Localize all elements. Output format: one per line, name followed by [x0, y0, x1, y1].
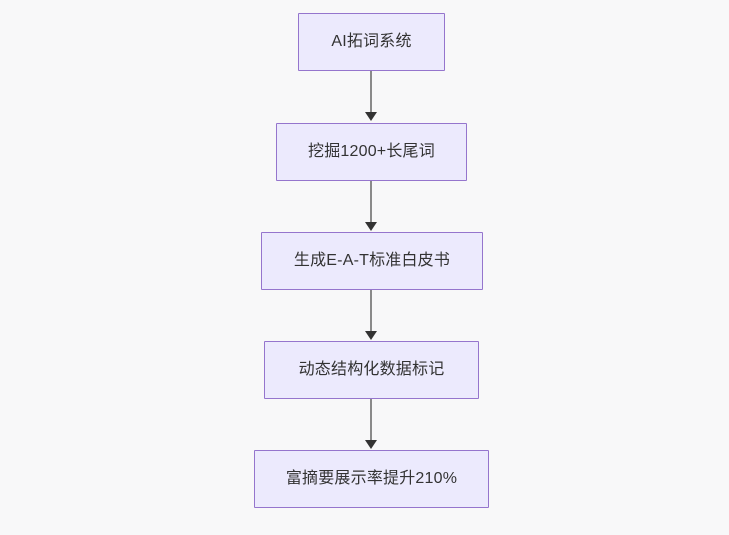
flow-node-dynamic-structured-data[interactable]: 动态结构化数据标记 — [264, 341, 479, 399]
arrow-down-icon — [365, 112, 377, 121]
flow-node-label: 富摘要展示率提升210% — [285, 470, 458, 487]
connector-line — [369, 71, 373, 113]
arrow-down-icon — [365, 440, 377, 449]
flow-node-generate-eat-whitepaper[interactable]: 生成E-A-T标准白皮书 — [261, 232, 483, 290]
flow-node-rich-snippet-uplift[interactable]: 富摘要展示率提升210% — [254, 450, 489, 508]
flow-node-label: 挖掘1200+长尾词 — [308, 143, 435, 160]
flow-connector-n2-n3 — [364, 181, 378, 231]
flow-connector-n3-n4 — [364, 290, 378, 340]
flow-node-ai-keyword-system[interactable]: AI拓词系统 — [298, 13, 445, 71]
flow-node-label: AI拓词系统 — [331, 33, 412, 50]
arrow-down-icon — [365, 222, 377, 231]
flow-connector-n1-n2 — [364, 71, 378, 121]
connector-line — [369, 399, 373, 441]
arrow-down-icon — [365, 331, 377, 340]
connector-line — [369, 290, 373, 332]
connector-line — [369, 181, 373, 223]
flow-connector-n4-n5 — [364, 399, 378, 449]
flow-node-label: 动态结构化数据标记 — [298, 361, 445, 378]
flow-node-mine-longtail-keywords[interactable]: 挖掘1200+长尾词 — [276, 123, 467, 181]
flow-node-label: 生成E-A-T标准白皮书 — [293, 252, 451, 269]
